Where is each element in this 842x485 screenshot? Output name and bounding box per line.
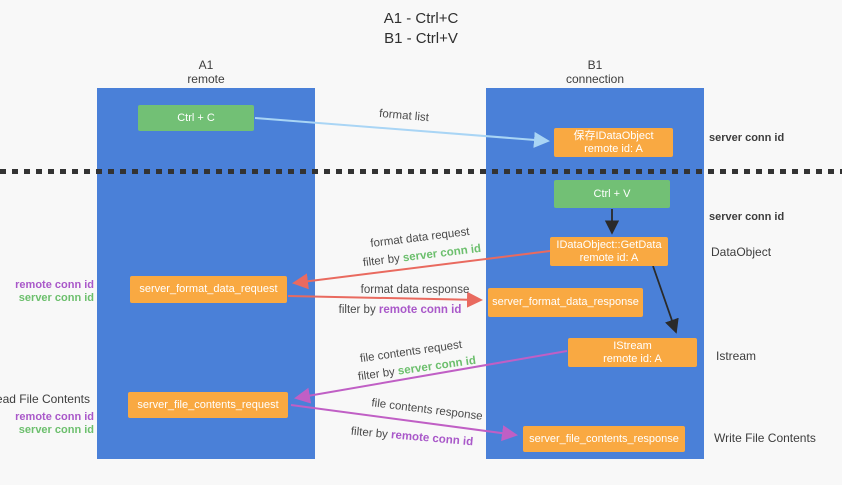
server-conn-id-key: server conn id <box>402 242 482 265</box>
server-file-contents-request-label: server_file_contents_request <box>137 398 279 411</box>
dataobject-annotation: DataObject <box>711 245 772 259</box>
server-conn-id-annotation-top: server conn id <box>709 132 785 144</box>
remote-conn-id-annotation-top: remote conn id <box>15 279 94 291</box>
server-format-data-response-box: server_format_data_response <box>488 288 643 317</box>
ctrl-v-box: Ctrl + V <box>554 180 670 208</box>
conn-id-annotation-group-top: remote conn id server conn id <box>15 279 94 305</box>
istream-line1: IStream <box>613 339 652 352</box>
server-conn-id-annotation-left-bottom: server conn id <box>18 424 94 436</box>
format-data-response-filter-label: filter by remote conn id <box>339 304 462 316</box>
istream-box: IStream remote id: A <box>568 338 697 367</box>
server-file-contents-response-label: server_file_contents_response <box>529 432 679 445</box>
save-idataobject-line2: remote id: A <box>584 142 643 155</box>
title-line-1: A1 - Ctrl+C <box>383 10 459 27</box>
ctrl-c-box: Ctrl + C <box>138 105 254 131</box>
title-line-2: B1 - Ctrl+V <box>384 30 458 47</box>
diagram-title: A1 - Ctrl+C B1 - Ctrl+V <box>0 9 842 49</box>
server-conn-id-annotation-left-top: server conn id <box>18 292 94 304</box>
idataobject-getdata-line2: remote id: A <box>579 251 639 264</box>
lifeline-a1-title: A1 <box>198 58 214 72</box>
lifeline-header-a1: A1 remote <box>146 58 266 86</box>
remote-conn-id-key: remote conn id <box>390 429 474 449</box>
format-list-label: format list <box>378 107 430 125</box>
lifeline-a1-subtitle: remote <box>187 72 225 86</box>
format-data-response-label: format data response <box>360 284 470 296</box>
lifeline-header-b1: B1 connection <box>535 58 655 86</box>
filter-by-text: filter by <box>350 425 389 441</box>
save-idataobject-line1: 保存IDataObject <box>573 129 654 142</box>
ctrl-c-label: Ctrl + C <box>177 111 215 124</box>
remote-conn-id-key: remote conn id <box>378 304 462 316</box>
remote-conn-id-annotation-bottom: remote conn id <box>15 411 94 423</box>
server-conn-id-annotation-mid: server conn id <box>709 211 785 223</box>
server-format-data-response-label: server_format_data_response <box>492 296 639 308</box>
lifeline-b1-title: B1 <box>587 58 603 72</box>
save-idataobject-box: 保存IDataObject remote id: A <box>554 128 673 157</box>
filter-by-text: filter by <box>338 304 376 316</box>
filter-by-text: filter by <box>357 366 396 384</box>
read-file-contents-annotation: Read File Contents <box>0 392 90 406</box>
istream-annotation: Istream <box>716 349 757 363</box>
file-contents-response-filter-label: filter by remote conn id <box>350 426 473 449</box>
server-file-contents-request-box: server_file_contents_request <box>128 392 288 418</box>
server-format-data-request-box: server_format_data_request <box>130 276 287 303</box>
istream-line2: remote id: A <box>603 352 662 365</box>
session-divider-dotted-line <box>0 169 842 174</box>
conn-id-annotation-group-bottom: remote conn id server conn id <box>15 411 94 437</box>
idataobject-getdata-box: IDataObject::GetData remote id: A <box>550 237 668 266</box>
server-file-contents-response-box: server_file_contents_response <box>523 426 685 452</box>
idataobject-getdata-line1: IDataObject::GetData <box>556 238 662 251</box>
arrow-format-data-response <box>287 291 483 308</box>
filter-by-text: filter by <box>362 252 401 270</box>
lifeline-b1-subtitle: connection <box>565 72 625 86</box>
server-format-data-request-label: server_format_data_request <box>139 283 278 295</box>
ctrl-v-label: Ctrl + V <box>593 187 631 200</box>
file-contents-response-label: file contents response <box>370 397 484 423</box>
write-file-contents-annotation: Write File Contents <box>714 431 816 445</box>
